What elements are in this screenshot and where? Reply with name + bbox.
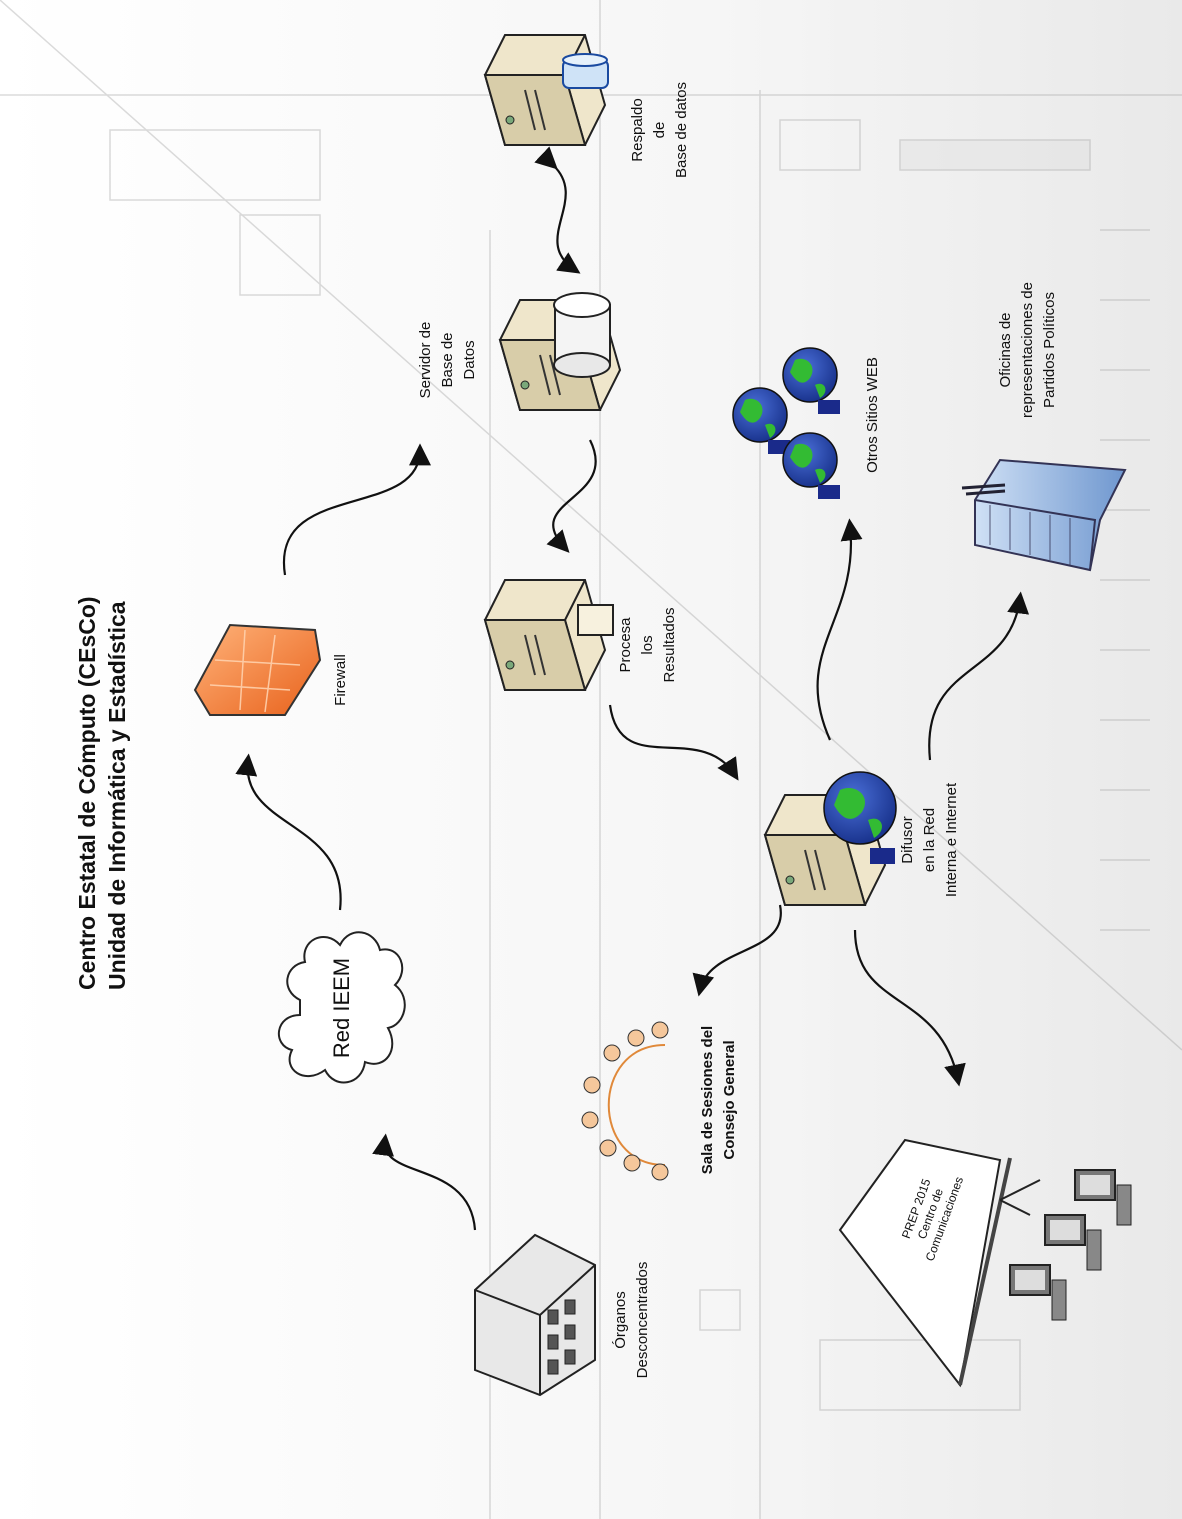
meeting-table-icon [581,1021,669,1181]
svg-text:Respaldo: Respaldo [629,98,646,161]
globe-icon [732,387,790,454]
arrow-servidor-respaldo-bidirectional [534,146,581,274]
oficinas-label: Oficinas de representaciones de Partidos… [997,282,1058,418]
firewall-icon [193,623,322,716]
arrow-procesa-to-difusor [608,704,739,781]
session-hall-node: Sala de Sesiones del Consejo General [581,1021,738,1181]
decentralized-bodies-node: Órganos Desconcentrados [474,1233,651,1397]
svg-text:Desconcentrados: Desconcentrados [634,1262,651,1379]
arrow-organos-to-red [372,1133,477,1231]
arrow-red-to-firewall [235,753,342,911]
procesa-label: Procesa los Resultados [617,607,678,682]
computer-icon [1009,1264,1067,1321]
connections [235,146,1030,1231]
diagram-title: Centro Estatal de Cómputo (CEsCo) Unidad… [74,596,130,990]
cloud-icon [277,931,406,1084]
backup-label: Respaldo de Base de datos [629,82,690,178]
database-icon [562,53,609,89]
firewall-label: Firewall [332,654,349,706]
arrow-difusor-to-oficinas [928,591,1030,761]
network-cloud-node: Red IEEM [277,931,406,1084]
arrow-servidor-to-procesa [546,439,597,553]
backup-server-node: Respaldo de Base de datos [484,34,690,178]
svg-text:representaciones de: representaciones de [1019,282,1036,418]
svg-text:Servidor de: Servidor de [417,322,434,399]
other-websites-node: Otros Sitios WEB [732,347,881,499]
svg-text:Interna e Internet: Interna e Internet [943,782,960,897]
organos-label: Órganos Desconcentrados [612,1262,651,1379]
computer-icon [1074,1169,1132,1226]
sala-label: Sala de Sesiones del Consejo General [699,1026,738,1174]
globe-icon [823,771,897,864]
firewall-node: Firewall [193,623,349,716]
computer-icon [1044,1214,1102,1271]
communications-center-node: PREP 2015 Centro de Comunicaciones [838,1138,1132,1388]
office-building-icon [961,458,1127,572]
database-icon [553,292,611,378]
arrow-difusor-to-prep [853,929,966,1087]
svg-text:en la Red: en la Red [921,808,938,872]
difusor-label: Difusor en la Red Interna e Internet [899,782,960,897]
globe-icon [782,432,840,499]
svg-text:Difusor: Difusor [899,816,916,864]
document-icon [577,604,614,636]
svg-text:los: los [639,635,656,654]
svg-text:Sala de Sesiones del: Sala de Sesiones del [699,1026,716,1174]
arrow-difusor-to-sala [692,904,782,997]
arrow-firewall-to-servidor [282,443,431,576]
svg-text:Datos: Datos [461,340,478,379]
party-offices-node: Oficinas de representaciones de Partidos… [961,282,1127,572]
broadcaster-node: Difusor en la Red Interna e Internet [764,771,960,906]
db-server-label: Servidor de Base de Datos [417,322,478,399]
svg-text:Base de datos: Base de datos [673,82,690,178]
svg-text:Base de: Base de [439,332,456,387]
globe-icon [782,347,840,414]
database-server-node: Servidor de Base de Datos [417,292,621,411]
red-ieem-label: Red IEEM [329,958,354,1058]
building-icon [474,1233,596,1397]
otros-sitios-label: Otros Sitios WEB [864,357,881,473]
svg-text:Oficinas de: Oficinas de [997,312,1014,387]
arrow-difusor-to-otros [816,518,863,741]
title-line-2: Unidad de Informática y Estadística [104,601,130,990]
svg-text:de: de [651,122,668,139]
svg-text:Resultados: Resultados [661,607,678,682]
server-icon [484,34,606,146]
svg-text:Órganos: Órganos [612,1291,629,1349]
title-line-1: Centro Estatal de Cómputo (CEsCo) [74,596,100,990]
svg-text:Consejo General: Consejo General [721,1040,738,1159]
svg-text:Partidos Políticos: Partidos Políticos [1041,292,1058,408]
projector-screen-icon: PREP 2015 Centro de Comunicaciones [838,1138,1041,1388]
results-processing-node: Procesa los Resultados [484,579,678,691]
svg-text:Procesa: Procesa [617,617,634,673]
